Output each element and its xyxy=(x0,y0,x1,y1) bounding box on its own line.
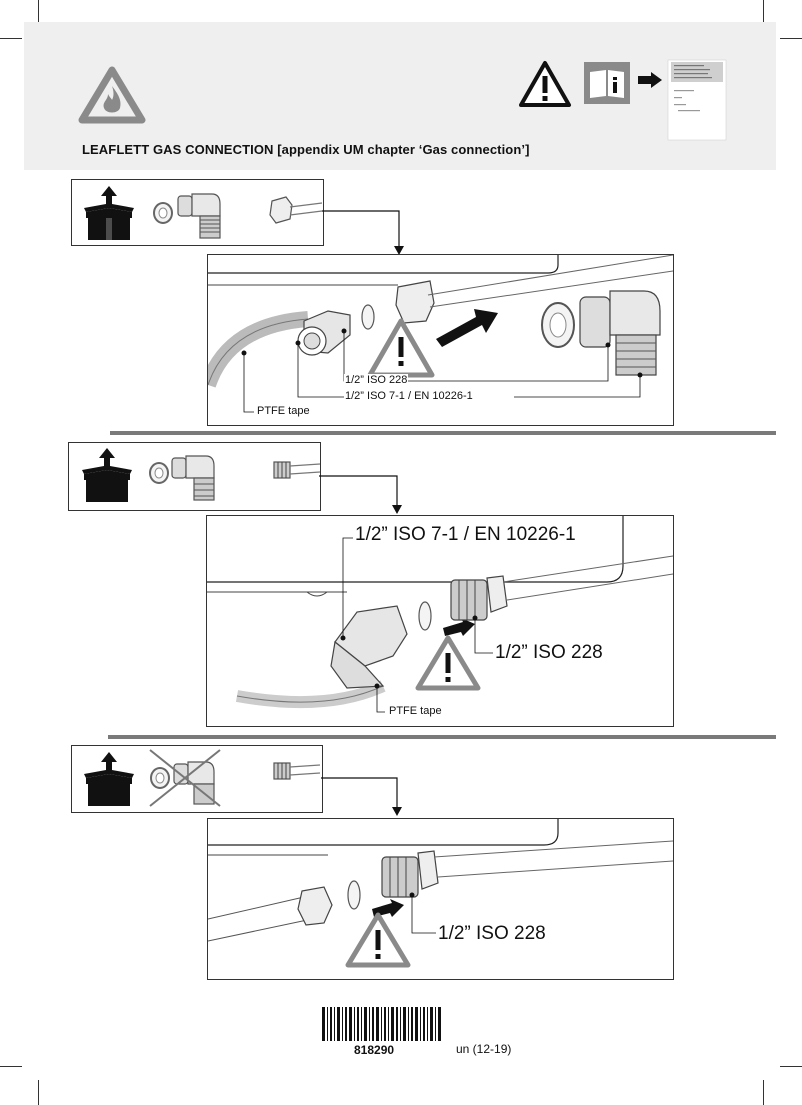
barcode-number: 818290 xyxy=(354,1043,395,1057)
elbow-fitting-icon xyxy=(177,193,221,239)
page-title: LEAFLETT GAS CONNECTION [appendix UM cha… xyxy=(82,142,530,157)
crop-mark xyxy=(0,38,22,39)
label-iso228: 1/2” ISO 228 xyxy=(495,642,603,663)
flame-warning-icon xyxy=(78,66,146,124)
crop-mark xyxy=(763,1080,764,1105)
manual-info-icon xyxy=(584,62,630,104)
section-divider xyxy=(108,735,776,739)
label-iso228: 1/2” ISO 228 xyxy=(344,374,409,386)
elbow-fitting-icon xyxy=(171,455,215,501)
barcode xyxy=(322,1007,441,1041)
warning-icon xyxy=(519,61,571,107)
gas-hose-nut-icon xyxy=(269,196,323,224)
washer-icon xyxy=(149,462,169,484)
leaflet-thumbnail-icon xyxy=(667,59,727,141)
arrow-right-icon xyxy=(638,72,662,88)
detail-panel-1: 1/2” ISO 228 1/2” ISO 7-1 / EN 10226-1 P… xyxy=(207,254,674,426)
appliance-drawing xyxy=(208,819,673,968)
package-unpack-icon xyxy=(84,186,134,240)
package-unpack-icon xyxy=(84,752,134,806)
connector-arrow xyxy=(321,777,402,816)
detail-panel-3: 1/2” ISO 228 xyxy=(207,818,674,980)
connector-arrow xyxy=(319,475,402,514)
appliance-drawing xyxy=(207,516,673,713)
label-ptfe-tape: PTFE tape xyxy=(389,705,442,717)
appliance-drawing xyxy=(208,255,673,413)
crop-mark xyxy=(780,38,802,39)
crop-mark xyxy=(763,0,764,22)
label-iso71: 1/2” ISO 7-1 / EN 10226-1 xyxy=(355,524,576,545)
washer-icon xyxy=(153,202,173,224)
revision-code: un (12-19) xyxy=(456,1042,512,1056)
header-band xyxy=(24,22,776,170)
package-unpack-icon xyxy=(82,448,132,502)
crop-mark xyxy=(780,1066,802,1067)
label-iso228: 1/2” ISO 228 xyxy=(438,923,546,944)
threaded-nipple-icon xyxy=(273,461,321,479)
crop-mark xyxy=(38,1080,39,1105)
threaded-nipple-icon xyxy=(273,762,321,780)
detail-panel-2: 1/2” ISO 7-1 / EN 10226-1 1/2” ISO 228 P… xyxy=(206,515,674,727)
crossed-out-fittings-icon xyxy=(149,749,221,807)
section-divider xyxy=(110,431,776,435)
crop-mark xyxy=(38,0,39,22)
label-ptfe-tape: PTFE tape xyxy=(256,405,311,417)
crop-mark xyxy=(0,1066,22,1067)
label-iso71: 1/2” ISO 7-1 / EN 10226-1 xyxy=(344,390,474,402)
connector-arrow xyxy=(322,210,404,255)
